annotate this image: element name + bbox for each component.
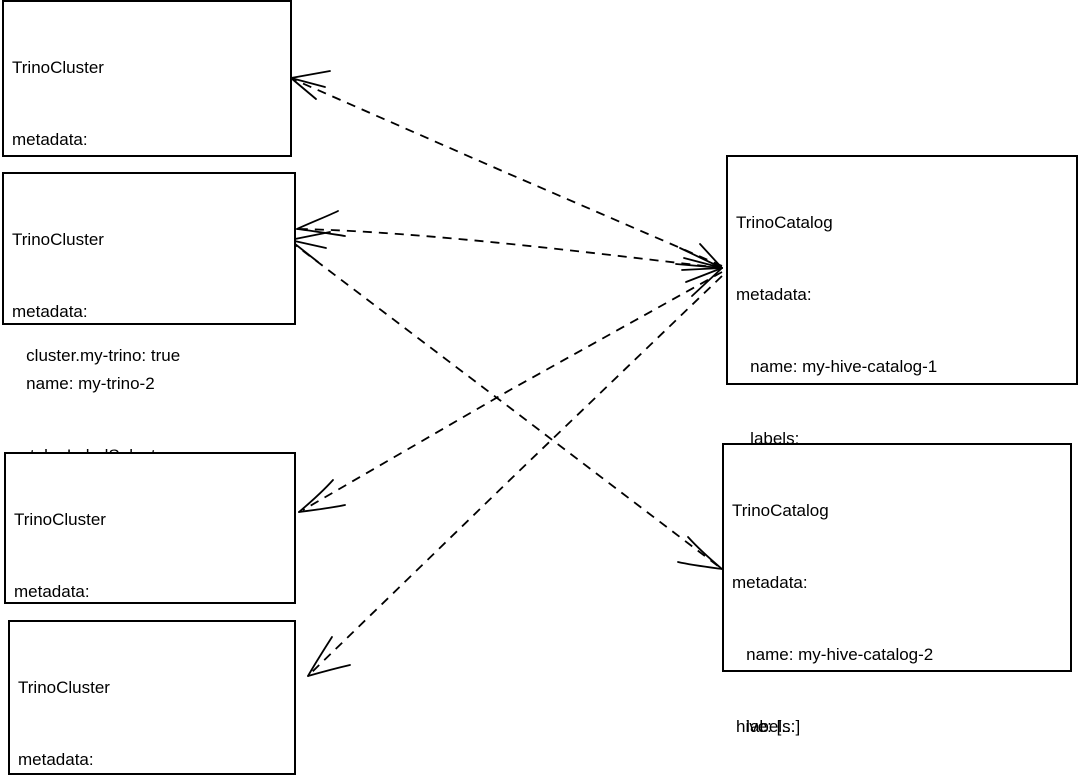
node-line: TrinoCluster [18,678,110,697]
node-line: metadata: [14,582,90,601]
arrowhead-cluster-my-trino-2 [289,231,331,263]
node-line: cluster.my-trino: true [12,346,181,365]
node-trinocatalog-my-hive-catalog-1[interactable]: TrinoCatalog metadata: name: my-hive-cat… [726,155,1078,736]
node-line: TrinoCluster [14,510,106,529]
edge-catalog1-to-cluster-my-trino-green [307,275,723,677]
node-trinocluster-my-trino-green[interactable]: TrinoCluster metadata: name: my-trino-gr… [8,620,296,775]
node-line: metadata: [736,285,812,304]
node-trinocluster-my-trino-blue[interactable]: TrinoCluster metadata: name: my-trino-bl… [4,452,296,745]
node-body: TrinoCluster metadata: name: my-trino-gr… [18,628,286,775]
edge-cluster-my-trino-2-to-catalog2 [289,240,723,570]
node-line: hive: [...] [736,717,801,736]
node-trinocluster-my-trino[interactable]: TrinoCluster metadata: name: my-trino ca… [2,0,292,365]
node-line: name: my-hive-catalog-2 [732,645,934,664]
node-line: name: my-trino-2 [12,374,155,393]
node-body: TrinoCatalog metadata: name: my-hive-cat… [732,451,1062,775]
node-line: labels: [732,717,796,736]
edge-catalog1-to-cluster-my-trino-blue [298,271,723,513]
node-line: metadata: [12,130,88,149]
node-line: name: my-hive-catalog-1 [736,357,938,376]
edge-catalog1-to-cluster-my-trino [290,70,723,267]
node-trinocluster-my-trino-2[interactable]: TrinoCluster metadata: name: my-trino-2 … [2,172,296,537]
node-trinocatalog-my-hive-catalog-2[interactable]: TrinoCatalog metadata: name: my-hive-cat… [722,443,1072,736]
node-line: TrinoCluster [12,58,104,77]
node-line: metadata: [12,302,88,321]
node-line: TrinoCluster [12,230,104,249]
node-line: TrinoCatalog [736,213,833,232]
arrowhead-cluster-catalog1 [675,243,723,297]
node-line: TrinoCatalog [732,501,829,520]
node-line: metadata: [18,750,94,769]
node-line: metadata: [732,573,808,592]
edge-catalog1-to-cluster-my-trino-2 [296,210,723,269]
